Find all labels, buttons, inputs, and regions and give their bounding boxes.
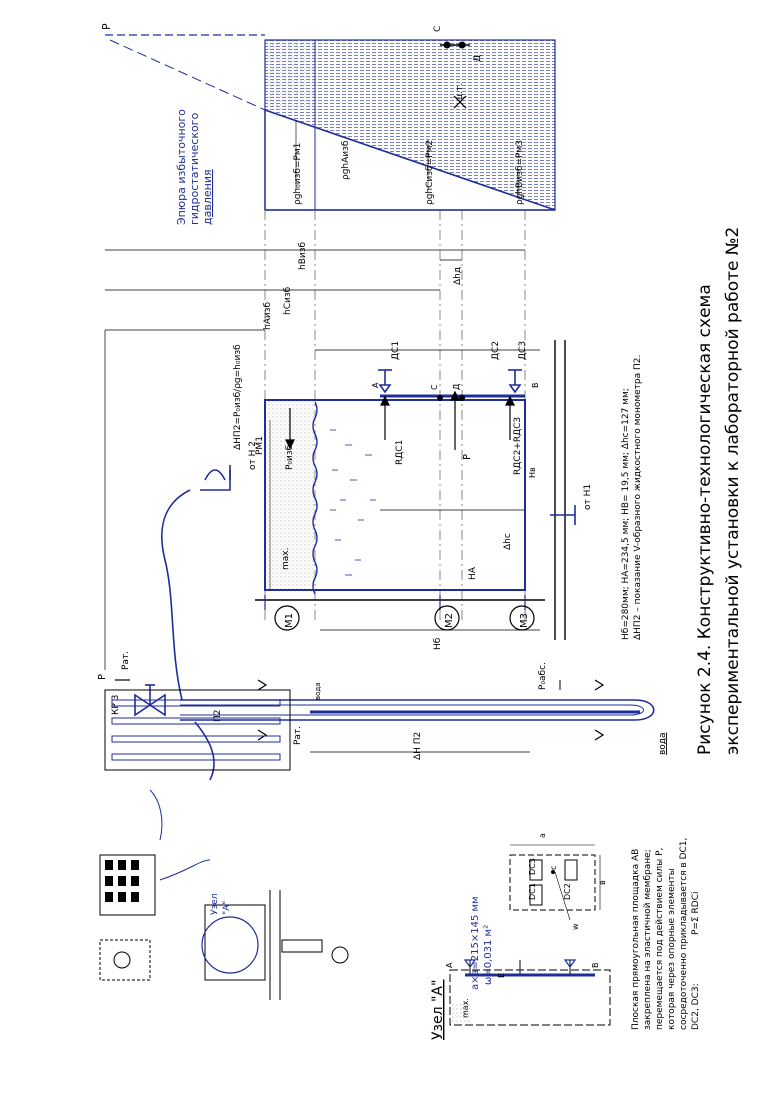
point-c-marker (443, 41, 451, 49)
main-diagram: С Д Р ц.т. Эпюра избыточного гидростатич… (97, 23, 668, 781)
p-atm-label: Pат. (293, 726, 303, 745)
node-max: max. (461, 998, 470, 1018)
otv-h2-label: от Н 2 (248, 441, 258, 470)
p-force-label: P (462, 454, 473, 460)
node-pe: E (497, 973, 506, 978)
gauge-m2 (434, 605, 460, 631)
epure-label-m1: ρgh₀изб=Pм1 (293, 143, 303, 205)
point-d: Д (452, 384, 461, 390)
support-dc1 (378, 369, 392, 394)
node-desc-6: DС2, DС3: (691, 983, 701, 1030)
support-dc2 (508, 369, 522, 394)
dc2-label: ДС2 (491, 341, 501, 360)
hv-label: Hв (528, 467, 537, 478)
node-desc-3: перемещается под действием силы Р, (655, 848, 665, 1030)
voda-label: вода (658, 732, 668, 755)
node-formula: P=Σ RDCi (691, 892, 701, 935)
dhc-label: Δhc (503, 533, 513, 550)
dh-p2-label: ΔH П2 (413, 732, 423, 760)
epure-label-b: ρghВизб=Pм3 (515, 140, 525, 205)
p-atm-top-label: Pат. (121, 651, 131, 670)
r-dc1-label: RДС1 (395, 440, 405, 465)
epure-title-1: Эпюра избыточного (175, 109, 188, 225)
h-bizb-label: hВизб (298, 241, 308, 270)
uzel-a-callout (201, 916, 259, 974)
air-pipe (161, 465, 231, 781)
node-pa: А (445, 962, 454, 968)
h-cizb-label: hCизб (283, 286, 293, 315)
node-desc-1: Плоская прямоугольная площадка АВ (631, 849, 641, 1030)
p0-izb-label: P₀изб. (285, 442, 295, 470)
gauges (264, 595, 535, 631)
node-desc-4: которая через опорные элементы (667, 868, 677, 1030)
compressor-box (99, 939, 151, 981)
node-desc-5: сосредоточенно прикладывается в DС1, (679, 838, 689, 1030)
caption-line-1: Рисунок 2.4. Конструктивно-технологическ… (695, 284, 715, 755)
node-b: в (598, 880, 607, 885)
dc1-label: ДС1 (391, 341, 401, 360)
node-dc2: DС2 (563, 883, 572, 900)
node-a: а (538, 833, 547, 838)
node-desc-2: закреплена на эластичной мембране; (643, 849, 653, 1030)
node-dims: a×в=215×145 мм (470, 896, 481, 990)
node-plate (509, 854, 596, 911)
overview-schematic: Узел "А" вода (99, 682, 349, 1000)
node-area: ω=0,031 м² (483, 925, 494, 985)
node-pb: B (591, 963, 600, 969)
point-d-marker (458, 41, 466, 49)
gauge-m3-label: М3 (519, 613, 530, 628)
pressure-epure: С Д Р ц.т. Эпюра избыточного гидростатич… (100, 23, 556, 225)
node-a-detail: Узел "А" a×в=215×145 мм ω=0,031 м² DС1 D… (430, 833, 701, 1040)
dimension-lines (104, 249, 540, 670)
dh-p2-formula: ΔHП2=P₀изб/ρg=h₀изб (233, 344, 243, 450)
node-c: c (549, 866, 558, 870)
v-manometer-p2 (180, 679, 655, 741)
kr3-label: КР 3 (111, 695, 121, 715)
small-tank (204, 904, 266, 981)
epure-p-top: Р (100, 23, 113, 30)
overview-voda: вода (314, 682, 322, 700)
p2-label: П2 (213, 710, 223, 723)
node-w: w (571, 923, 580, 930)
ha-label: HА (468, 566, 478, 580)
p0-abs-label: P₀абс. (538, 662, 548, 690)
p-left-label: Р (97, 674, 108, 680)
point-c: С (430, 384, 439, 390)
epure-cm-label: ц.т. (455, 83, 465, 100)
epure-point-d: Д (473, 55, 483, 62)
epure-label-a: ρghАизб (341, 140, 351, 180)
point-a: А (371, 382, 380, 388)
epure-title-3: давления (201, 169, 214, 225)
hb-label: Hб (433, 637, 443, 650)
gauge-m2-label: М2 (444, 613, 455, 628)
caption-line-2: экспериментальной установки к лабораторн… (723, 227, 743, 755)
dhd-label: Δhд (453, 267, 463, 285)
node-title: Узел "А" (430, 980, 446, 1040)
epure-label-c: ρghCизб=Pм2 (425, 140, 435, 205)
drain-inlet (550, 505, 576, 525)
dc3-label: ДС3 (518, 341, 528, 360)
r-dc23-label: RДС2+RДС3 (513, 417, 523, 475)
epure-point-c: С (433, 26, 443, 32)
force-arrows (285, 390, 515, 450)
gauge-m1-label: М1 (284, 613, 295, 628)
epure-title-2: гидростатического (188, 113, 201, 225)
gauge-m1 (274, 605, 300, 631)
h-aizb-label: hАизб (263, 302, 273, 330)
params-line2: ΔHП2 – показание V-образного жидкостного… (633, 355, 643, 640)
otv-h1-label: от Н1 (583, 484, 593, 510)
gauge-m3 (509, 605, 535, 631)
node-dc1: DС1 (528, 883, 537, 900)
overview-uzel-a: "А" (222, 901, 232, 915)
params-line1: Hб=280мм; HА=234,5 мм; HВ= 19,5 мм; Δhc=… (621, 388, 631, 640)
max-label: max. (281, 548, 291, 570)
node-dc3: DС3 (528, 858, 537, 875)
overview-uzel: Узел (210, 893, 220, 915)
pm1-label: PМ1 (255, 436, 265, 455)
point-b: В (531, 383, 540, 389)
